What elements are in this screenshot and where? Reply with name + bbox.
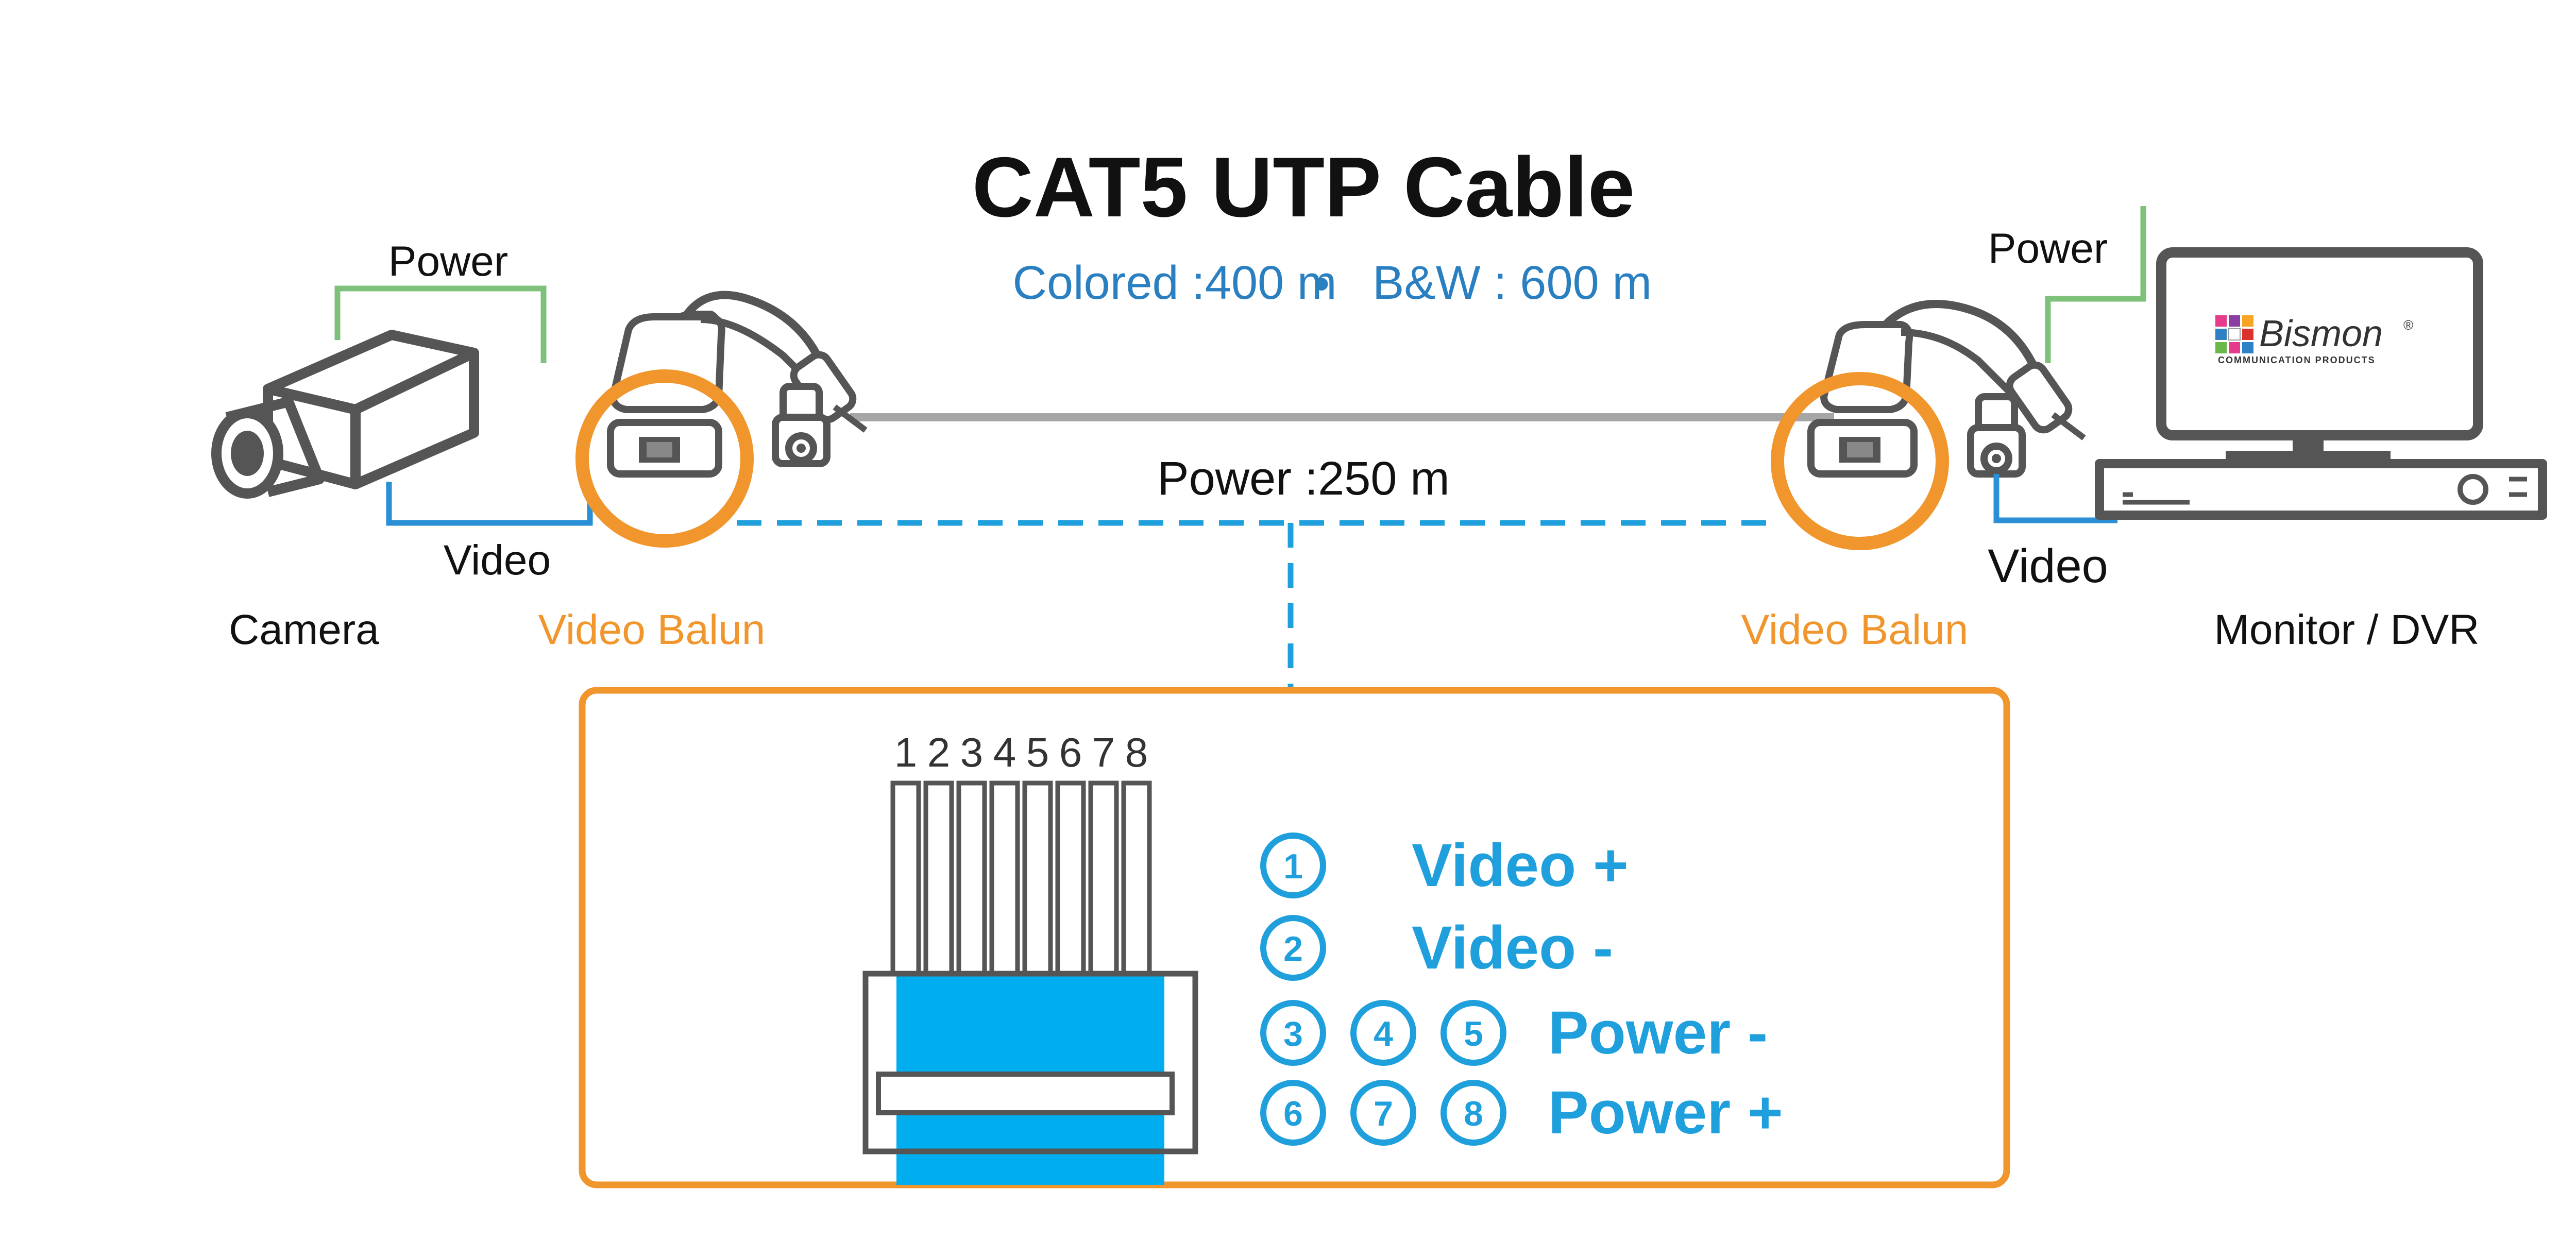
- legend-pin-number: 2: [1283, 929, 1303, 969]
- monitor-video-label: Video: [1988, 540, 2108, 592]
- monitor-video-wire: [1993, 474, 2117, 523]
- pin-number-3: 3: [960, 729, 984, 775]
- legend-pin-circle: [1260, 833, 1326, 898]
- bismon-logo: Bismon ® COMMUNICATION PRODUCTS: [2215, 313, 2413, 365]
- bismon-brand-name: Bismon: [2259, 313, 2383, 354]
- monitor-power-wire: [2045, 206, 2146, 363]
- bismon-logo-mark-icon: [2215, 315, 2253, 353]
- power-distance-label: Power :250 m: [1157, 452, 1450, 505]
- legend-pin-number: 6: [1283, 1094, 1303, 1133]
- legend-label: Video +: [1412, 831, 1629, 899]
- legend-label: Power +: [1548, 1079, 1783, 1147]
- legend-pin-number: 4: [1374, 1014, 1393, 1054]
- legend-row-video-minus: 2 Video -: [1260, 914, 1613, 982]
- legend-pin-number: 1: [1283, 847, 1303, 886]
- distance-subtitle: Colored :400 m • B&W : 600 m: [1013, 257, 1652, 310]
- subtitle-separator: •: [1313, 258, 1330, 310]
- legend-pin-circle: [1260, 1000, 1326, 1066]
- rj45-connector-icon: [862, 780, 1198, 1185]
- legend-row-power-plus: 6 7 8 Power +: [1260, 1079, 1783, 1147]
- monitor-dvr-label: Monitor / DVR: [2214, 606, 2480, 653]
- right-video-balun-icon: [1807, 300, 2086, 478]
- pin-number-4: 4: [993, 729, 1016, 775]
- right-balun-highlight: [1771, 372, 1949, 550]
- camera-power-label: Power: [388, 238, 508, 285]
- pin-number-6: 6: [1059, 729, 1082, 775]
- right-balun-label: Video Balun: [1741, 606, 1969, 653]
- left-video-balun-icon: [607, 291, 868, 478]
- camera-label: Camera: [229, 606, 379, 653]
- bismon-tagline: COMMUNICATION PRODUCTS: [2218, 355, 2376, 365]
- left-balun-highlight: [575, 369, 754, 548]
- pin-number-8: 8: [1125, 729, 1148, 775]
- pin-number-1: 1: [894, 729, 918, 775]
- left-balun-label: Video Balun: [538, 606, 766, 653]
- camera-icon: [211, 330, 479, 499]
- legend-pin-circle: [1260, 915, 1326, 981]
- pin-number-row: 1 2 3 4 5 6 7 8: [894, 729, 1148, 775]
- legend-row-video-plus: 1 Video +: [1260, 831, 1629, 899]
- camera-power-wire: [334, 285, 547, 363]
- legend-pin-number: 3: [1283, 1014, 1303, 1054]
- legend-pin-circle: [1440, 1080, 1506, 1146]
- legend-label: Video -: [1412, 914, 1613, 982]
- pin-number-7: 7: [1092, 729, 1115, 775]
- bismon-registered-mark: ®: [2403, 317, 2413, 333]
- dvr-icon: [2095, 459, 2547, 520]
- legend-pin-circle: [1260, 1080, 1326, 1146]
- pin-number-2: 2: [927, 729, 951, 775]
- camera-video-wire: [386, 482, 593, 526]
- legend-pin-number: 5: [1464, 1014, 1483, 1054]
- diagram-title: CAT5 UTP Cable: [972, 140, 1635, 234]
- monitor-icon: [2156, 247, 2483, 462]
- monitor-power-label: Power: [1988, 225, 2108, 272]
- legend-pin-circle: [1350, 1080, 1416, 1146]
- legend-pin-circle: [1440, 1000, 1506, 1066]
- legend-pin-number: 8: [1464, 1094, 1483, 1133]
- bw-distance: B&W : 600 m: [1372, 257, 1652, 309]
- pin-number-5: 5: [1026, 729, 1049, 775]
- pinout-legend: 1 Video + 2 Video - 3 4 5 Power - 6 7 8: [1260, 831, 1783, 1147]
- camera-video-label: Video: [444, 537, 551, 584]
- legend-pin-circle: [1350, 1000, 1416, 1066]
- legend-pin-number: 7: [1374, 1094, 1393, 1133]
- legend-label: Power -: [1548, 999, 1768, 1067]
- legend-row-power-minus: 3 4 5 Power -: [1260, 999, 1768, 1067]
- colored-distance: Colored :400 m: [1013, 257, 1337, 309]
